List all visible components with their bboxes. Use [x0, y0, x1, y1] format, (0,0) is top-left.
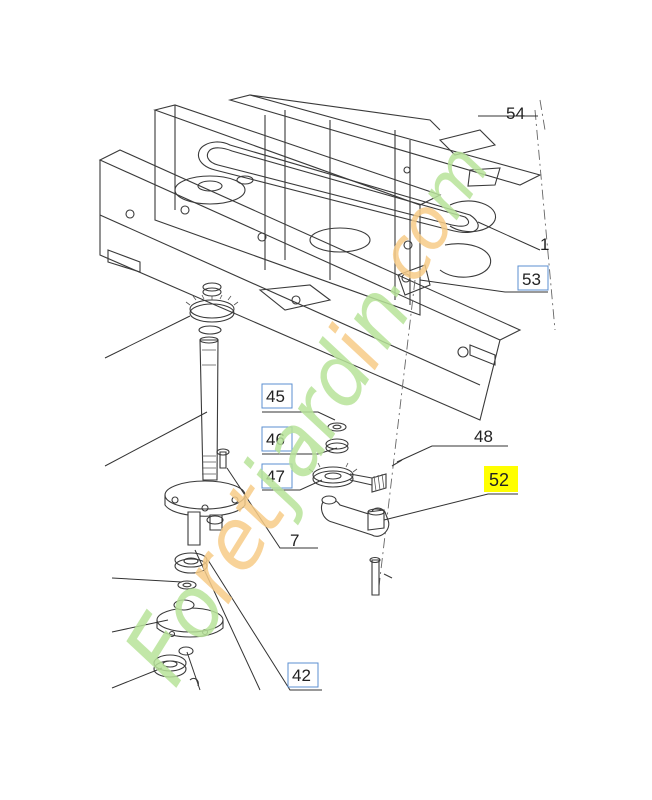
callouts: 54 1 53 45 46 47 48 52 7 — [261, 104, 549, 688]
callout-7: 7 — [290, 531, 299, 550]
callout-42-box — [287, 662, 319, 688]
leader-lines — [104, 115, 548, 691]
callout-47-label: 47 — [266, 467, 285, 486]
callout-53-label: 53 — [522, 270, 541, 289]
callout-52: 52 — [484, 466, 518, 492]
callout-46-box — [261, 426, 293, 452]
callout-1: 1 — [540, 235, 549, 254]
callout-54: 54 — [506, 104, 525, 123]
callout-53: 53 — [517, 265, 549, 291]
callout-42-label: 42 — [292, 666, 311, 685]
callout-47-box — [261, 463, 293, 489]
callout-1-label: 1 — [540, 235, 549, 254]
callout-42: 42 — [287, 662, 319, 688]
callout-47: 47 — [261, 463, 293, 489]
watermark-logo: F o r e t j a r d i n . c o m — [103, 130, 506, 701]
callout-46: 46 — [261, 426, 293, 452]
callout-46-label: 46 — [266, 430, 285, 449]
callout-45: 45 — [261, 383, 293, 409]
drive-shaft-assembly — [153, 282, 246, 687]
callout-45-box — [261, 383, 293, 409]
callout-54-label: 54 — [506, 104, 525, 123]
callout-52-highlight — [484, 466, 518, 492]
callout-48-label: 48 — [474, 427, 493, 446]
callout-53-box — [517, 265, 549, 291]
frame-assembly — [98, 94, 556, 421]
callout-52-label: 52 — [489, 470, 509, 490]
callout-45-label: 45 — [266, 387, 285, 406]
callout-48: 48 — [474, 427, 493, 446]
callout-7-label: 7 — [290, 531, 299, 550]
